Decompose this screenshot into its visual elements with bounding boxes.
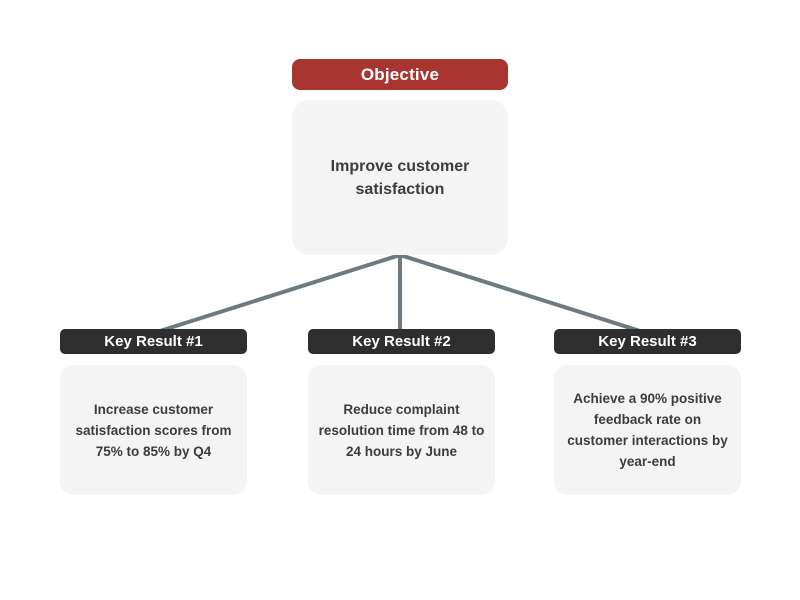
objective-text: Improve customer satisfaction [330, 157, 470, 198]
connector-line-left [158, 253, 402, 333]
key-result-1-text: Increase customer satisfaction scores fr… [75, 401, 232, 459]
connector-line-right [398, 253, 642, 333]
key-result-2-header: Key Result #2 [308, 329, 495, 354]
key-result-2-text: Reduce complaint resolution time from 48… [318, 401, 485, 459]
key-result-3-text: Achieve a 90% positive feedback rate on … [567, 391, 728, 469]
key-result-3-header: Key Result #3 [554, 329, 741, 354]
key-result-2-header-label: Key Result #2 [352, 333, 451, 350]
key-result-3-box: Achieve a 90% positive feedback rate on … [554, 365, 741, 495]
key-result-2-column: Key Result #2 Reduce complaint resolutio… [308, 329, 495, 495]
objective-box: Improve customer satisfaction [292, 100, 508, 255]
key-result-1-box: Increase customer satisfaction scores fr… [60, 365, 247, 495]
objective-header: Objective [292, 59, 508, 90]
key-result-3-column: Key Result #3 Achieve a 90% positive fee… [554, 329, 741, 495]
objective-header-label: Objective [360, 64, 440, 84]
key-result-1-header-label: Key Result #1 [104, 333, 203, 350]
key-result-3-header-label: Key Result #3 [598, 333, 697, 350]
key-result-1-header: Key Result #1 [60, 329, 247, 354]
key-result-2-box: Reduce complaint resolution time from 48… [308, 365, 495, 495]
key-result-1-column: Key Result #1 Increase customer satisfac… [60, 329, 247, 495]
